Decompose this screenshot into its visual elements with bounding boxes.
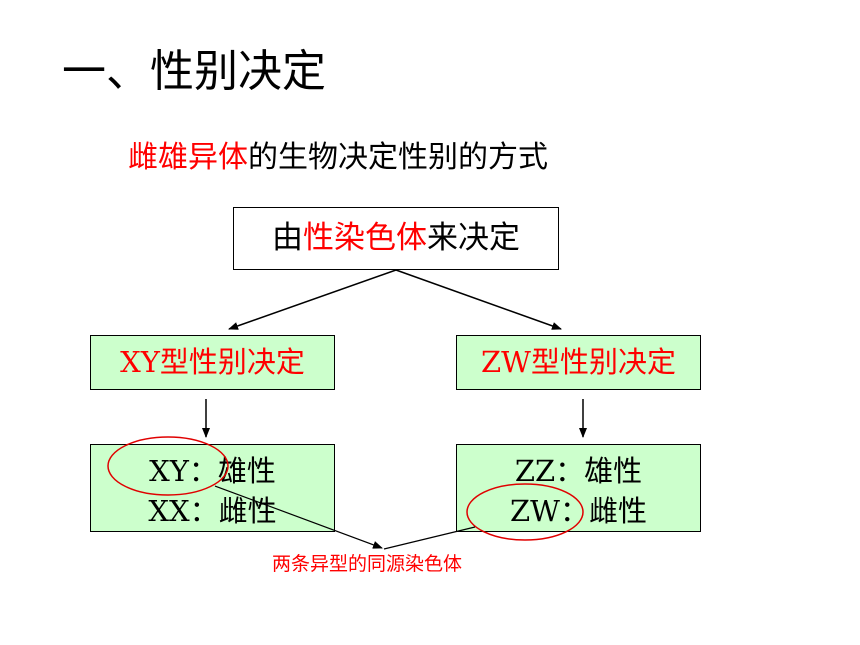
subtitle-rest: 的生物决定性别的方式 xyxy=(248,140,548,175)
subtitle-highlight: 雌雄异体 xyxy=(128,140,248,175)
arrow-to-xy-type xyxy=(228,269,397,330)
zw-highlight-circle xyxy=(466,483,584,541)
sex-chromosome-box: 由性染色体来决定 xyxy=(233,207,559,270)
subtitle: 雌雄异体的生物决定性别的方式 xyxy=(128,136,548,180)
arrow-to-zw-type xyxy=(395,269,562,330)
zz-male-line: ZZ：雄性 xyxy=(514,454,643,488)
heteromorphic-caption: 两条异型的同源染色体 xyxy=(272,553,463,575)
page-title: 一、性别决定 xyxy=(62,46,326,97)
top-box-prefix: 由 xyxy=(272,220,303,256)
pointer-from-xy xyxy=(214,485,383,549)
xy-type-box: XY型性别决定 xyxy=(90,335,335,390)
top-box-suffix: 来决定 xyxy=(427,220,520,256)
xx-female-line: XX：雌性 xyxy=(148,494,277,528)
zw-type-box: ZW型性别决定 xyxy=(456,335,701,390)
xy-highlight-circle xyxy=(107,436,229,496)
xy-male-line: XY：雄性 xyxy=(149,454,276,488)
top-box-highlight: 性染色体 xyxy=(303,220,427,256)
pointer-from-zw xyxy=(383,526,476,550)
